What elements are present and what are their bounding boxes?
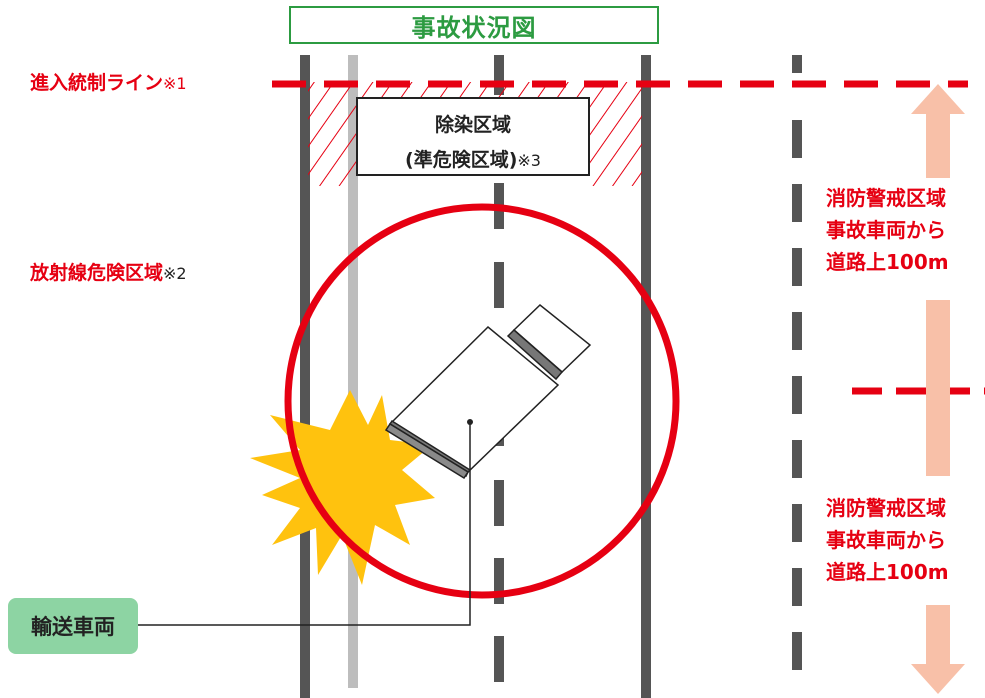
radiation-zone-circle bbox=[284, 203, 680, 599]
explosion-icon bbox=[250, 390, 435, 585]
vehicle-leader-line bbox=[138, 422, 471, 626]
decon-zone-title: 除染区域 bbox=[434, 114, 511, 136]
fire-zone-upper-text: 消防警戒区域 事故車両から 道路上100m bbox=[826, 182, 985, 278]
radiation-zone-text: 放射線危険区域 bbox=[30, 262, 164, 284]
fire-zone-arrow-up bbox=[911, 84, 965, 476]
radiation-zone-label: 放射線危険区域※2 bbox=[30, 264, 187, 283]
entry-control-label: 進入統制ライン※1 bbox=[30, 74, 187, 93]
fire-zone-upper-line2: 事故車両から bbox=[826, 218, 946, 242]
transport-vehicle-label: 輸送車両 bbox=[31, 615, 115, 639]
fire-zone-lower-line3: 道路上100m bbox=[826, 560, 949, 584]
decon-hatch bbox=[308, 82, 642, 186]
transport-vehicle-label-box: 輸送車両 bbox=[8, 598, 138, 654]
entry-control-text: 進入統制ライン bbox=[30, 72, 164, 94]
entry-control-note: ※1 bbox=[163, 74, 187, 93]
fire-zone-lower-text: 消防警戒区域 事故車両から 道路上100m bbox=[826, 492, 985, 588]
vehicle-illustration bbox=[384, 304, 592, 480]
decon-zone-note: ※3 bbox=[517, 151, 541, 170]
fire-zone-upper-line3: 道路上100m bbox=[826, 250, 949, 274]
fire-zone-lower-line2: 事故車両から bbox=[826, 528, 946, 552]
fire-zone-upper-line1: 消防警戒区域 bbox=[826, 186, 946, 210]
shoulder-line bbox=[348, 55, 358, 688]
fire-zone-arrow-down bbox=[911, 605, 965, 694]
radiation-zone-note: ※2 bbox=[163, 264, 187, 283]
right-lane-dashes bbox=[792, 55, 802, 670]
road-right-edge bbox=[641, 55, 651, 698]
decon-zone-subtitle: (準危険区域)※3 bbox=[358, 145, 588, 172]
diagram-title-box: 事故状況図 bbox=[289, 6, 659, 44]
decon-zone-box: 除染区域 (準危険区域)※3 bbox=[356, 97, 590, 176]
diagram-title: 事故状況図 bbox=[411, 13, 537, 42]
fire-zone-lower-line1: 消防警戒区域 bbox=[826, 496, 946, 520]
decon-zone-subtitle-text: (準危険区域) bbox=[405, 149, 518, 171]
road-left-edge bbox=[300, 55, 310, 698]
